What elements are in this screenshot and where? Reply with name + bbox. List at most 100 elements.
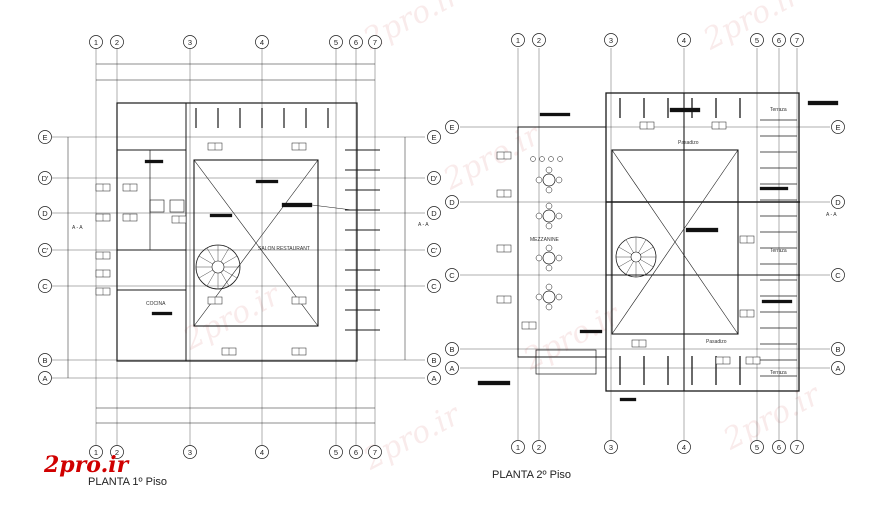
axis-bubble-bottom-3-label: 3 — [188, 448, 192, 457]
axis-bubble-right-E-label: E — [431, 133, 436, 142]
roof-hip — [255, 242, 319, 327]
axis-bubble-right-B — [427, 353, 441, 367]
chair — [545, 166, 553, 174]
annotation-block — [685, 227, 719, 233]
chair — [545, 264, 553, 272]
axis-bubble-bottom-4-label: 4 — [260, 448, 264, 457]
stair-tread — [206, 247, 216, 262]
axis-bubble-bottom-6-label: 6 — [777, 443, 781, 452]
axis-bubble-top-6 — [772, 33, 786, 47]
axis-bubble-right-D-label: D — [431, 209, 437, 218]
chair — [555, 176, 563, 184]
axis-bubble-left-D — [38, 206, 52, 220]
plan1-dining-wall — [185, 102, 358, 362]
axis-bubble-right-B — [831, 342, 845, 356]
axis-bubble-left-B — [445, 342, 459, 356]
round-table — [542, 173, 556, 187]
axis-bubble-left-A-label: A — [449, 364, 454, 373]
site-logo: 2pro.ir — [44, 452, 129, 478]
room-label-terraza-2: Terraza — [770, 248, 787, 254]
axis-bubble-top-7-label: 7 — [795, 36, 799, 45]
room-label-mezzanine: MEZZANINE — [530, 237, 559, 243]
axis-bubble-right-B-label: B — [431, 356, 436, 365]
axis-bubble-bottom-7-label: 7 — [795, 443, 799, 452]
chair — [545, 202, 553, 210]
round-table — [542, 209, 556, 223]
roof-hip — [674, 241, 739, 335]
axis-bubble-top-5 — [750, 33, 764, 47]
axis-bubble-top-4-label: 4 — [682, 36, 686, 45]
annotation-block — [255, 179, 279, 184]
roof-hip — [193, 159, 257, 244]
axis-bubble-left-D — [445, 195, 459, 209]
axis-bubble-bottom-7 — [368, 445, 382, 459]
axis-bubble-left-B-label: B — [449, 345, 454, 354]
stair-tread — [625, 261, 634, 275]
roof-hip — [193, 242, 257, 327]
axis-bubble-bottom-6-label: 6 — [354, 448, 358, 457]
axis-bubble-top-6 — [349, 35, 363, 49]
axis-bubble-bottom-4-label: 4 — [682, 443, 686, 452]
roof-hip — [611, 149, 676, 243]
axis-bubble-right-C-label: C — [431, 282, 437, 291]
axis-bubble-bottom-1 — [511, 440, 525, 454]
annotation-block — [144, 159, 164, 164]
axis-bubble-right-A — [427, 371, 441, 385]
round-table — [542, 251, 556, 265]
axis-bubble-left-A — [445, 361, 459, 375]
chair — [535, 212, 543, 220]
axis-bubble-right-B-label: B — [835, 345, 840, 354]
chair — [555, 212, 563, 220]
chair — [545, 244, 553, 252]
chair — [555, 293, 563, 301]
axis-bubble-bottom-2 — [110, 445, 124, 459]
annotation-block — [619, 397, 637, 402]
axis-bubble-top-5-label: 5 — [755, 36, 759, 45]
axis-bubble-right-D-label: D — [835, 198, 841, 207]
axis-bubble-right-A-label: A — [835, 364, 840, 373]
axis-bubble-right-C — [427, 279, 441, 293]
axis-bubble-left-C — [38, 279, 52, 293]
axis-bubble-right-D — [427, 206, 441, 220]
axis-bubble-top-6-label: 6 — [777, 36, 781, 45]
axis-bubble-top-1-label: 1 — [94, 38, 98, 47]
axis-bubble-bottom-6 — [349, 445, 363, 459]
room-label-terraza-1: Terraza — [770, 107, 787, 113]
annotation-block — [539, 112, 571, 117]
axis-bubble-left-D-label: D — [42, 209, 48, 218]
axis-bubble-left-D-label: D — [449, 198, 455, 207]
stair-tread — [198, 255, 213, 265]
axis-bubble-right-A-label: A — [431, 374, 436, 383]
axis-bubble-top-3-label: 3 — [609, 36, 613, 45]
axis-bubble-top-5 — [329, 35, 343, 49]
axis-bubble-top-2 — [532, 33, 546, 47]
axis-bubble-right-D' — [427, 171, 441, 185]
chair — [545, 303, 553, 311]
axis-bubble-top-1 — [89, 35, 103, 49]
stair-tread — [223, 269, 238, 279]
axis-bubble-right-C'-label: C' — [431, 246, 438, 255]
axis-bubble-top-4 — [255, 35, 269, 49]
axis-bubble-left-D'-label: D' — [42, 174, 49, 183]
round-table — [542, 290, 556, 304]
stair-tread — [640, 259, 654, 268]
plan2-roof-outline — [611, 149, 739, 335]
axis-bubble-top-7-label: 7 — [373, 38, 377, 47]
spiral-stair-2-core — [630, 251, 642, 263]
axis-bubble-left-D' — [38, 171, 52, 185]
axis-bubble-left-A — [38, 371, 52, 385]
plan2-mezzanine-wall — [517, 126, 607, 358]
axis-bubble-top-4-label: 4 — [260, 38, 264, 47]
axis-bubble-left-C'-label: C' — [42, 246, 49, 255]
axis-bubble-bottom-3 — [604, 440, 618, 454]
axis-bubble-right-E-label: E — [835, 123, 840, 132]
axis-bubble-right-A — [831, 361, 845, 375]
axis-bubble-bottom-4 — [677, 440, 691, 454]
axis-bubble-bottom-5 — [750, 440, 764, 454]
leader-line — [311, 204, 353, 211]
axis-bubble-left-C-label: C — [449, 271, 455, 280]
chair — [545, 283, 553, 291]
annotation-block — [579, 329, 603, 334]
room-label-terraza-3: Terraza — [770, 370, 787, 376]
axis-bubble-left-C' — [38, 243, 52, 257]
